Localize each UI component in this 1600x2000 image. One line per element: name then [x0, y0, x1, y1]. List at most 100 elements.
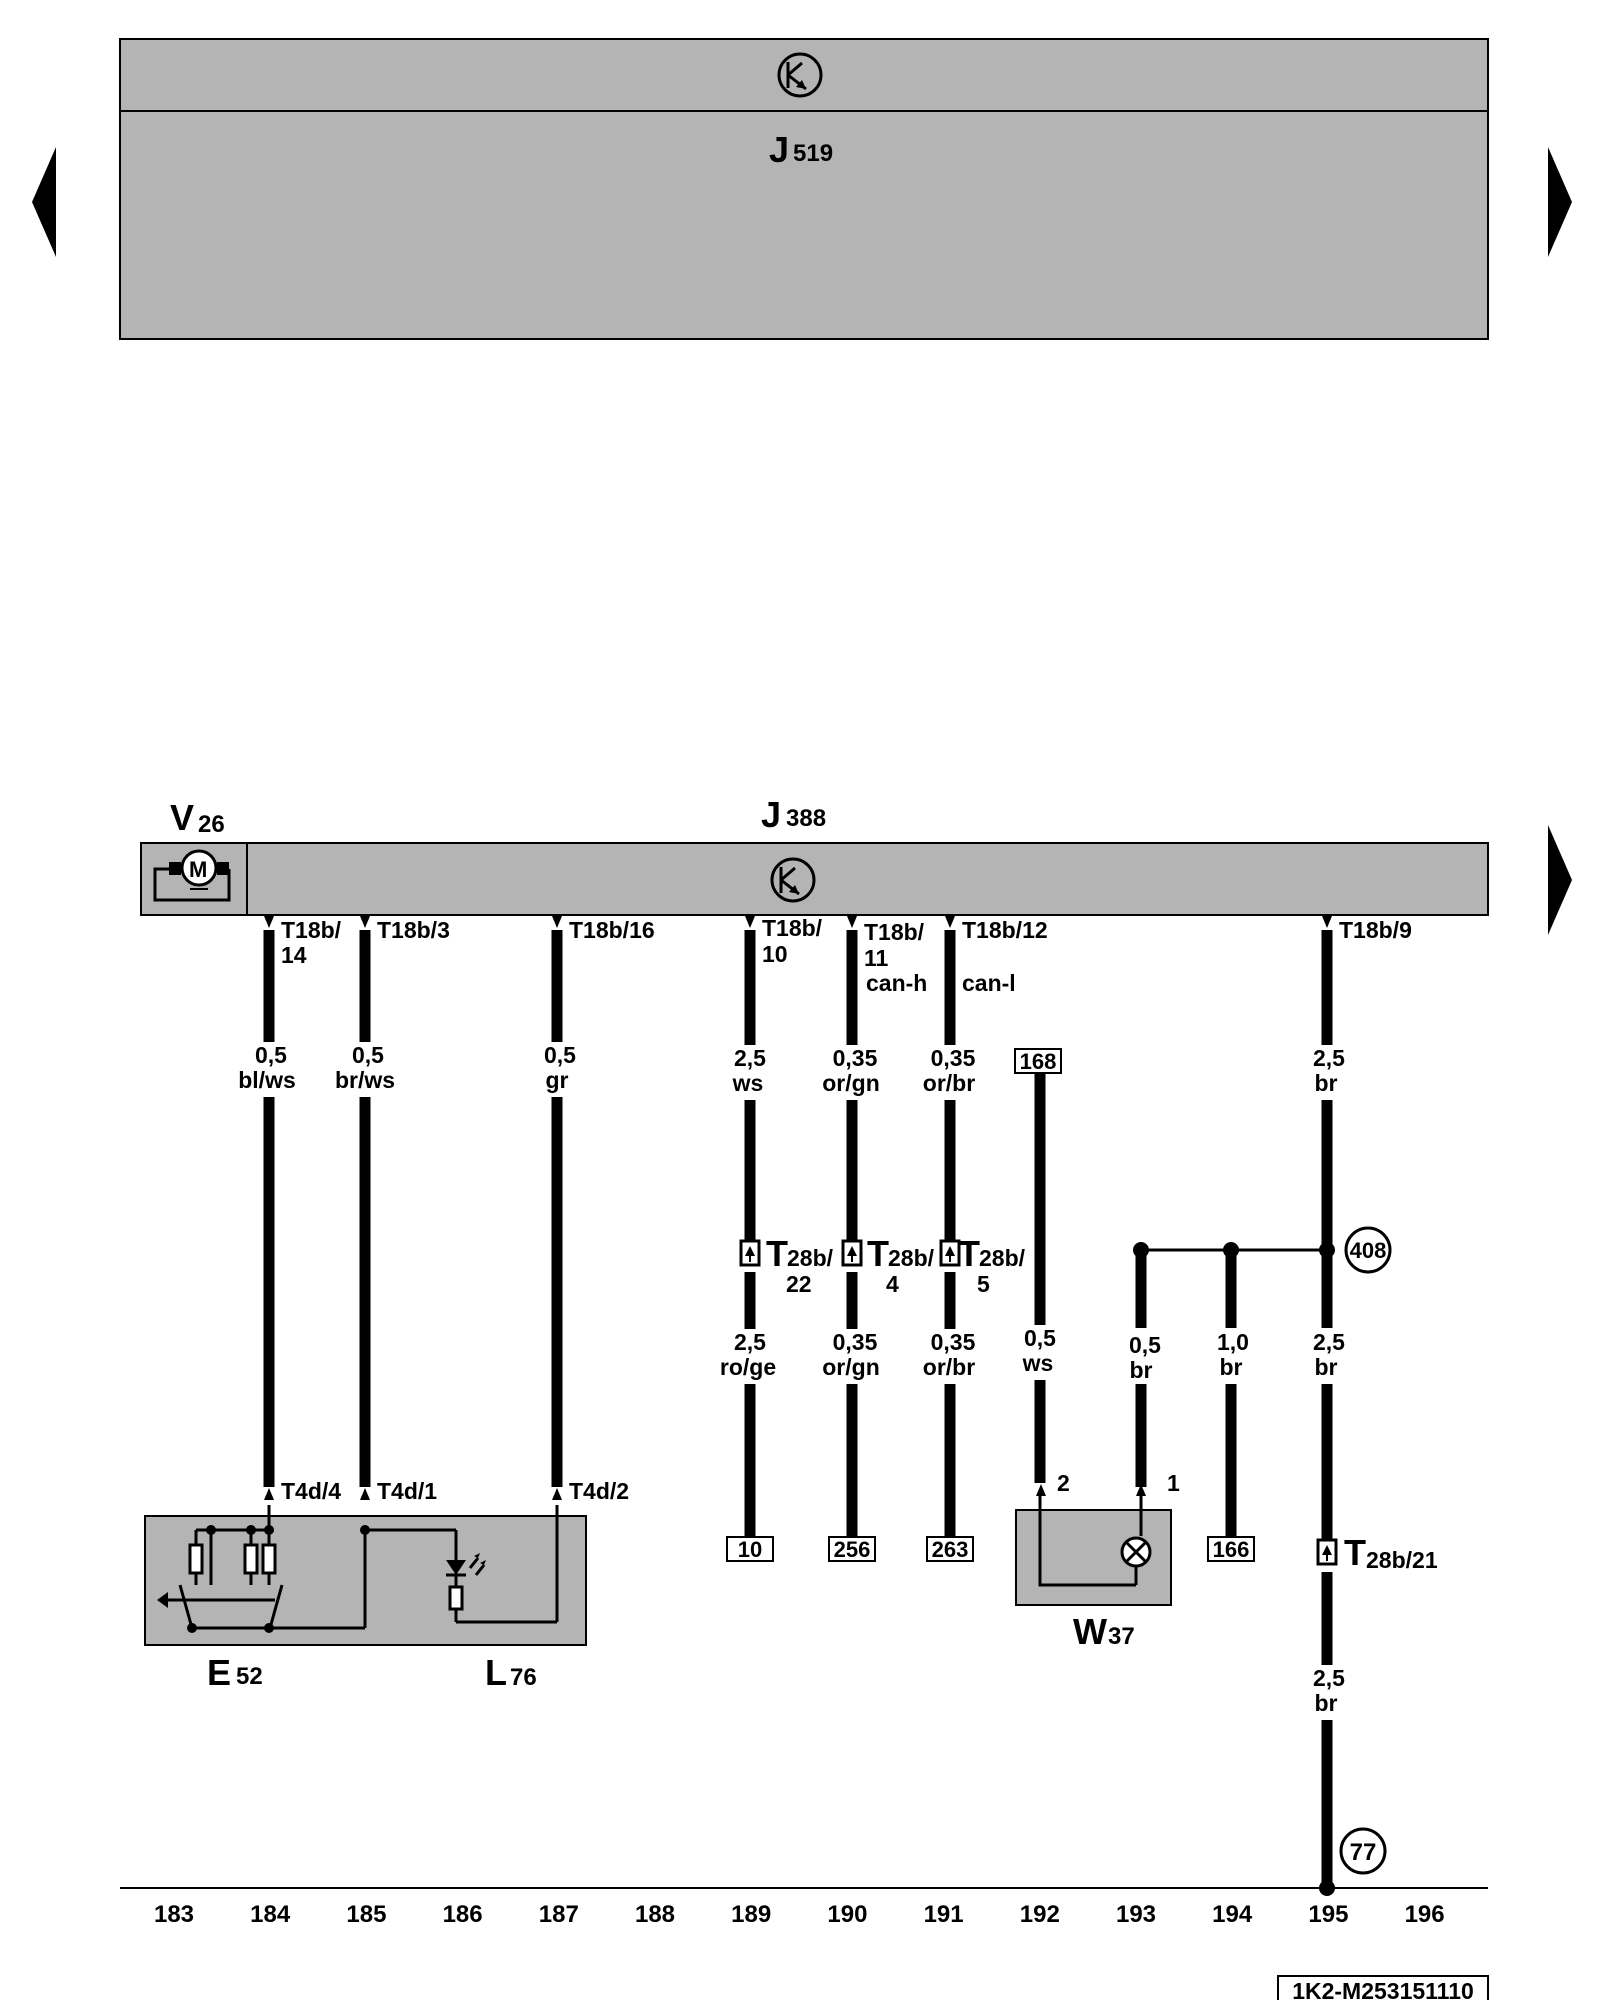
w37-label-number: 37 — [1108, 1623, 1135, 1650]
t18b-pin-arrows — [264, 916, 1332, 928]
wire-191-size: 0,35 — [931, 1045, 976, 1071]
wire-190-lower-size: 0,35 — [833, 1329, 878, 1355]
pin-label-t4d-4: T4d/4 — [281, 1478, 341, 1504]
reference-168-label: 168 — [1020, 1049, 1057, 1074]
svg-text:T: T — [766, 1233, 788, 1274]
wire-segments — [263, 930, 1333, 1888]
can-high-label: can-h — [866, 970, 927, 996]
svg-text:28b/: 28b/ — [787, 1245, 834, 1271]
w37-label-letter: W — [1073, 1611, 1107, 1652]
switch-e52-l76 — [144, 1505, 587, 1646]
e52-label-number: 52 — [236, 1663, 263, 1690]
pin-label-t18b-14: T18b/ — [281, 917, 342, 943]
pin-label-t18b-10-num: 10 — [762, 941, 788, 967]
wire-192-color: ws — [1022, 1350, 1054, 1376]
grid-number: 186 — [443, 1901, 483, 1928]
wire-191-lower-color: or/br — [923, 1354, 975, 1380]
wire-185-color: br/ws — [335, 1067, 395, 1093]
control-unit-j388: M J 388 V 26 — [140, 794, 1489, 916]
ground-point-408-label: 408 — [1350, 1238, 1387, 1263]
can-low-label: can-l — [962, 970, 1016, 996]
pin-label-t18b-9: T18b/9 — [1339, 917, 1412, 943]
reference-10-label: 10 — [738, 1537, 762, 1562]
reference-263-label: 263 — [932, 1537, 969, 1562]
pin-label-t18b-11: T18b/ — [864, 919, 925, 945]
switch-circuit-icon — [165, 1505, 559, 1630]
t4d-pin-arrows — [264, 1484, 1146, 1500]
reference-box-10[interactable] — [726, 1536, 774, 1562]
grid-number: 191 — [924, 1901, 964, 1928]
grid-number: 188 — [635, 1901, 675, 1928]
wire-187-color: gr — [546, 1067, 569, 1093]
wire-189-size: 2,5 — [734, 1045, 766, 1071]
j519-housing — [119, 38, 1489, 340]
wire-195-lower-size: 2,5 — [1313, 1665, 1345, 1691]
j519-label-number: 519 — [793, 140, 833, 167]
v26-label-number: 26 — [198, 811, 225, 838]
pin-label-t18b-16: T18b/16 — [569, 917, 655, 943]
reference-box-263[interactable] — [926, 1536, 974, 1562]
grid-number: 184 — [250, 1901, 291, 1928]
pin-label-t18b-14-num: 14 — [281, 942, 307, 968]
control-unit-j519: J 519 — [119, 38, 1489, 340]
ground-point-408-icon — [1344, 1226, 1392, 1274]
reference-166-label: 166 — [1213, 1537, 1250, 1562]
junction-dot — [1223, 1242, 1239, 1258]
grid-number: 189 — [731, 1901, 771, 1928]
next-page-arrow-icon[interactable] — [1548, 147, 1572, 257]
wire-195-size: 2,5 — [1313, 1045, 1345, 1071]
pin-label-t18b-12: T18b/12 — [962, 917, 1048, 943]
svg-text:5: 5 — [977, 1271, 990, 1297]
wire-194-color: br — [1220, 1354, 1243, 1380]
reference-box-256[interactable] — [828, 1536, 876, 1562]
l76-label-number: 76 — [510, 1664, 537, 1691]
grid-number: 187 — [539, 1901, 579, 1928]
motor-symbol: M — [189, 857, 207, 882]
wire-194-size: 1,0 — [1217, 1329, 1249, 1355]
svg-text:22: 22 — [786, 1271, 812, 1297]
document-code: 1K2-M253151110 — [1292, 1978, 1474, 2000]
wire-195-color: br — [1315, 1070, 1338, 1096]
j388-label-number: 388 — [786, 805, 826, 832]
w37-pin-1-label: 1 — [1167, 1470, 1180, 1496]
grid-number: 196 — [1405, 1901, 1445, 1928]
pin-label-t4d-2: T4d/2 — [569, 1478, 629, 1504]
wire-184-color: bl/ws — [238, 1067, 296, 1093]
wire-195-mid-color: br — [1315, 1354, 1338, 1380]
w37-pin-2-label: 2 — [1057, 1470, 1070, 1496]
pin-label-t18b-3: T18b/3 — [377, 917, 450, 943]
t28b-21-letter: T — [1344, 1532, 1366, 1573]
electronic-unit-icon — [777, 52, 823, 98]
lamp-w37 — [1015, 1496, 1172, 1606]
svg-text:T: T — [867, 1233, 889, 1274]
document-code-box — [1277, 1975, 1489, 2000]
svg-text:28b/: 28b/ — [888, 1245, 935, 1271]
grid-number: 195 — [1308, 1901, 1348, 1928]
grid-number: 185 — [346, 1901, 386, 1928]
j388-label-letter: J — [761, 794, 781, 835]
reference-box-166[interactable] — [1207, 1536, 1255, 1562]
l76-label-letter: L — [485, 1652, 507, 1693]
wire-191-color: or/br — [923, 1070, 975, 1096]
wire-189-lower-color: ro/ge — [720, 1354, 776, 1380]
wire-193-size: 0,5 — [1129, 1332, 1161, 1358]
pin-label-t18b-10: T18b/ — [762, 915, 823, 941]
svg-text:28b/: 28b/ — [979, 1245, 1026, 1271]
previous-page-arrow-icon[interactable] — [32, 147, 56, 257]
motor-icon: M — [153, 849, 231, 902]
t28b-connector-22: T 28b/ 22 — [739, 1233, 834, 1297]
t28b-connector-4: T 28b/ 4 — [841, 1233, 935, 1297]
next-section-arrow-icon[interactable] — [1548, 825, 1572, 935]
t28b-21-number: 28b/21 — [1366, 1547, 1438, 1573]
e52-label-letter: E — [207, 1652, 231, 1693]
reference-box-168[interactable] — [1014, 1048, 1062, 1074]
electronic-unit-icon — [770, 857, 816, 903]
wire-195-mid-size: 2,5 — [1313, 1329, 1345, 1355]
t28b-connector-21: T 28b/21 — [1316, 1532, 1438, 1573]
wire-191-lower-size: 0,35 — [931, 1329, 976, 1355]
pin-label-t4d-1: T4d/1 — [377, 1478, 437, 1504]
grid-number: 193 — [1116, 1901, 1156, 1928]
